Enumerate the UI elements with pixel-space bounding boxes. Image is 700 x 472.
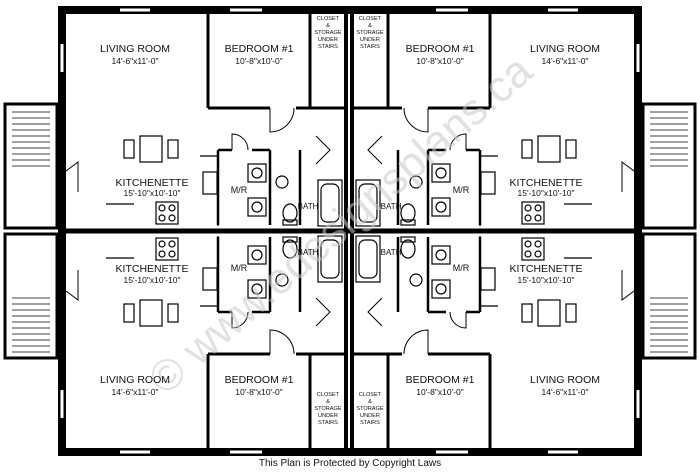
kitchenette-bl-name: KITCHENETTE [116, 263, 189, 275]
bedroom-tr-name: BEDROOM #1 [406, 43, 475, 55]
living-room-bl-name: LIVING ROOM [100, 374, 170, 386]
closet-tr-line2: & [368, 23, 372, 29]
bedroom-tl-name: BEDROOM #1 [225, 43, 294, 55]
closet-tr-line5: STAIRS [360, 44, 380, 50]
living-room-br-dim: 14'-6"x11'-0" [542, 387, 589, 397]
kitchenette-tr-dim: 15'-10"x10'-10" [517, 188, 574, 198]
mr-label-tr: M/R [453, 185, 470, 195]
bedroom-br-dim: 10'-8"x10'-0" [416, 387, 464, 397]
closet-tl-line5: STAIRS [318, 44, 338, 50]
closet-bl-line3: STORAGE [314, 406, 342, 412]
closet-br-line2: & [368, 399, 372, 405]
living-room-tl-dim: 14'-6"x11'-0" [112, 56, 159, 66]
kitchenette-br-dim: 15'-10"x10'-10" [517, 275, 574, 285]
living-room-tr-name: LIVING ROOM [530, 43, 600, 55]
mr-label-br: M/R [453, 263, 470, 273]
closet-tl-line4: UNDER [318, 37, 338, 43]
closet-br-line3: STORAGE [356, 406, 384, 412]
living-room-tl-name: LIVING ROOM [100, 43, 170, 55]
closet-br-line5: STAIRS [360, 420, 380, 426]
bath-label-tr: BATH [381, 202, 402, 211]
bedroom-br-name: BEDROOM #1 [406, 374, 475, 386]
closet-tr-line4: UNDER [360, 37, 380, 43]
closet-bl-line4: UNDER [318, 413, 338, 419]
bedroom-bl-name: BEDROOM #1 [225, 374, 294, 386]
kitchenette-bl-dim: 15'-10"x10'-10" [123, 275, 180, 285]
room-labels: LIVING ROOM 14'-6"x11'-0" BEDROOM #1 10'… [100, 43, 600, 397]
closet-tl-line3: STORAGE [314, 30, 342, 36]
closet-bl-line1: CLOSET [317, 392, 340, 398]
copyright-footer: This Plan is Protected by Copyright Laws [258, 458, 442, 469]
mr-label-bl: M/R [231, 263, 248, 273]
watermark: © www.edesignsplans.ca [140, 46, 542, 405]
kitchenette-tr-name: KITCHENETTE [510, 177, 583, 189]
bath-label-br: BATH [381, 248, 402, 257]
closet-tl-line2: & [326, 23, 330, 29]
bedroom-bl-dim: 10'-8"x10'-0" [235, 387, 283, 397]
bath-label-bl: BATH [298, 248, 319, 257]
bath-label-tl: BATH [298, 202, 319, 211]
closet-labels: CLOSET & STORAGE UNDER STAIRS CLOSET & S… [314, 16, 384, 426]
closet-br-line1: CLOSET [359, 392, 382, 398]
kitchenette-tl-dim: 15'-10"x10'-10" [123, 188, 180, 198]
closet-tr-line3: STORAGE [356, 30, 384, 36]
kitchenette-tl-name: KITCHENETTE [116, 177, 189, 189]
closet-tr-line1: CLOSET [359, 16, 382, 22]
utility-labels: M/R M/R M/R M/R BATH BATH BATH BATH [231, 185, 470, 273]
mr-label-tl: M/R [231, 185, 248, 195]
closet-bl-line2: & [326, 399, 330, 405]
bedroom-tl-dim: 10'-8"x10'-0" [235, 56, 283, 66]
closet-br-line4: UNDER [360, 413, 380, 419]
closet-tl-line1: CLOSET [317, 16, 340, 22]
closet-bl-line5: STAIRS [318, 420, 338, 426]
plan-linework [3, 6, 697, 456]
kitchenette-br-name: KITCHENETTE [510, 263, 583, 275]
bedroom-tr-dim: 10'-8"x10'-0" [416, 56, 464, 66]
living-room-br-name: LIVING ROOM [530, 374, 600, 386]
living-room-tr-dim: 14'-6"x11'-0" [542, 56, 589, 66]
living-room-bl-dim: 14'-6"x11'-0" [112, 387, 159, 397]
